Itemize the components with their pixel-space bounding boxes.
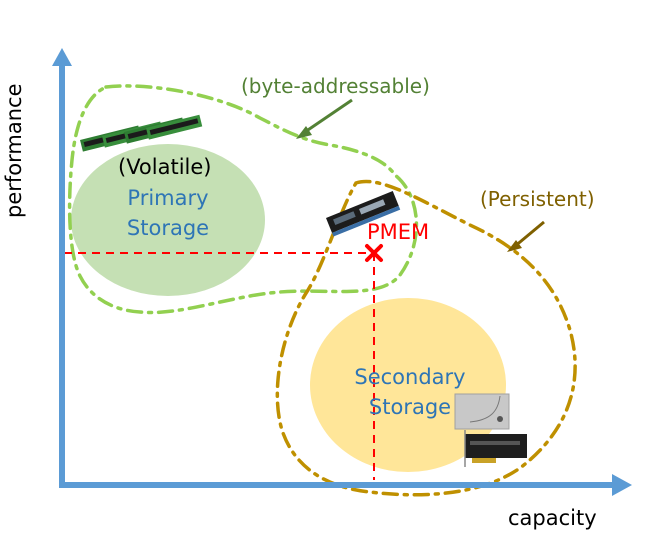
y-axis-label: performance (2, 83, 26, 219)
volatile-label: (Volatile) (118, 155, 212, 179)
byte-addressable-arrow-icon (296, 98, 353, 139)
x-axis-label: capacity (508, 506, 597, 530)
primary-storage-region (71, 144, 265, 296)
persistent-contour (275, 179, 577, 497)
dram-modules-icon (80, 114, 203, 152)
byte-addressable-label: (byte-addressable) (241, 74, 430, 98)
byte-addressable-contour (67, 84, 419, 315)
secondary-storage-line1: Secondary (354, 365, 466, 389)
x-axis (59, 474, 632, 496)
secondary-storage-line2: Storage (368, 395, 452, 420)
persistent-arrow-icon (507, 220, 545, 252)
pmem-label: PMEM (367, 220, 430, 244)
primary-storage-label: Primary Storage (108, 183, 228, 244)
secondary-storage-label: Secondary Storage (340, 362, 480, 423)
optane-dimm-icon (326, 191, 401, 237)
persistent-label: (Persistent) (480, 187, 595, 211)
ssd-drives-icon (454, 393, 527, 467)
primary-storage-line2: Storage (126, 216, 210, 241)
y-axis (52, 48, 72, 488)
primary-storage-line1: Primary (127, 186, 209, 210)
pmem-marker-icon (365, 244, 383, 262)
